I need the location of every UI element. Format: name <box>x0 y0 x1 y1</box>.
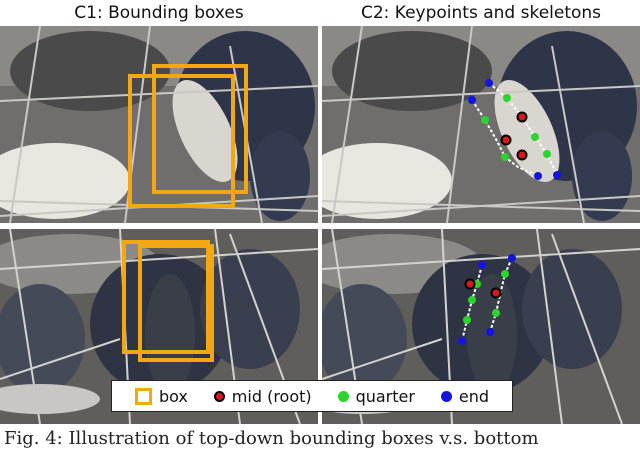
box-symbol-icon <box>134 387 152 405</box>
blue-dot-icon <box>440 390 452 402</box>
photo-top-keypoints <box>322 26 640 223</box>
keypoints <box>468 79 561 180</box>
photo-top-bounding-boxes <box>0 26 318 223</box>
bounding-box <box>138 244 214 362</box>
bounding-box <box>152 64 248 194</box>
legend-label-quarter: quarter <box>355 386 415 406</box>
green-dot-icon <box>337 390 349 402</box>
legend-label-end: end <box>458 386 489 406</box>
legend-item-quarter: quarter <box>337 386 415 406</box>
column-title-keypoints: C2: Keypoints and skeletons <box>360 3 602 23</box>
keypoints <box>458 254 516 345</box>
legend-label-box: box <box>158 386 188 406</box>
legend-label-mid: mid (root) <box>231 386 312 406</box>
figure-caption: Fig. 4: Illustration of top-down boundin… <box>4 428 539 449</box>
red-dot-icon <box>213 390 225 402</box>
bounding-box <box>128 74 235 208</box>
legend-item-end: end <box>440 386 489 406</box>
legend-item-box: box <box>134 386 188 406</box>
legend: box mid (root) quarter end <box>111 380 513 412</box>
column-title-bounding-boxes: C1: Bounding boxes <box>74 3 244 23</box>
legend-item-mid: mid (root) <box>213 386 312 406</box>
bounding-box <box>122 240 210 354</box>
